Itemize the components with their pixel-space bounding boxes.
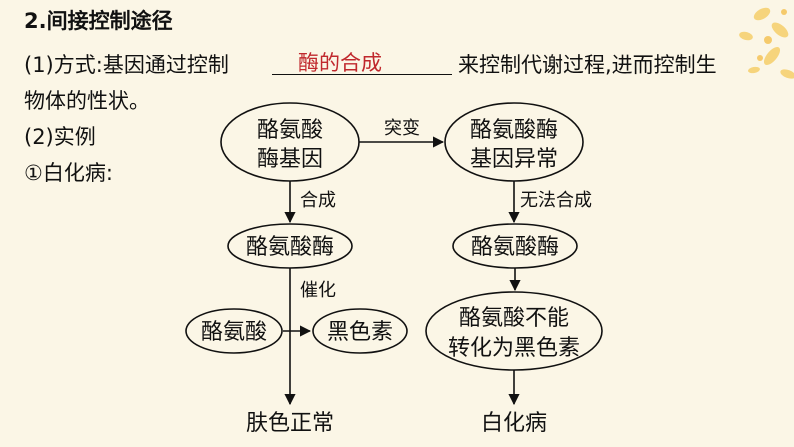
label-catalysis: 催化 [300, 280, 336, 301]
outcome-albino-label: 白化病 [481, 411, 547, 436]
label-mutation: 突变 [384, 118, 420, 139]
heading-text: .间接控制途径 [38, 9, 173, 33]
heading-number: 2 [24, 9, 39, 33]
method-answer: 酶的合成 [298, 51, 382, 75]
method-line-continuation: 物体的性状。 [24, 89, 150, 113]
label-no-synthesis: 无法合成 [520, 190, 592, 211]
albinism-label: ①白化病: [24, 161, 113, 185]
failure-line2: 转化为黑色素 [448, 336, 580, 361]
section-heading: 2.间接控制途径 [24, 8, 173, 34]
outcome-normal-label: 肤色正常 [246, 411, 334, 436]
node-substrate [185, 308, 283, 354]
label-synthesis: 合成 [300, 190, 336, 211]
mutant-gene-line1: 酪氨酸酶 [470, 118, 558, 143]
product-label: 黑色素 [327, 320, 393, 345]
method-line-prefix: (1)方式:基因通过控制 [24, 53, 229, 77]
mutant-gene-line2: 基因异常 [470, 147, 558, 172]
answer-blank-line [272, 74, 452, 75]
method-line-suffix: 来控制代谢过程,进而控制生 [458, 53, 717, 77]
example-label: (2)实例 [24, 125, 96, 149]
normal-gene-line2: 酶基因 [257, 147, 323, 172]
substrate-label: 酪氨酸 [201, 320, 267, 345]
failure-line1: 酪氨酸不能 [459, 306, 569, 331]
enzyme-left-label: 酪氨酸酶 [246, 235, 334, 260]
node-product [312, 308, 408, 354]
flower-decoration [739, 7, 794, 79]
normal-gene-line1: 酪氨酸 [257, 118, 323, 143]
enzyme-right-label: 酪氨酸酶 [471, 235, 559, 260]
